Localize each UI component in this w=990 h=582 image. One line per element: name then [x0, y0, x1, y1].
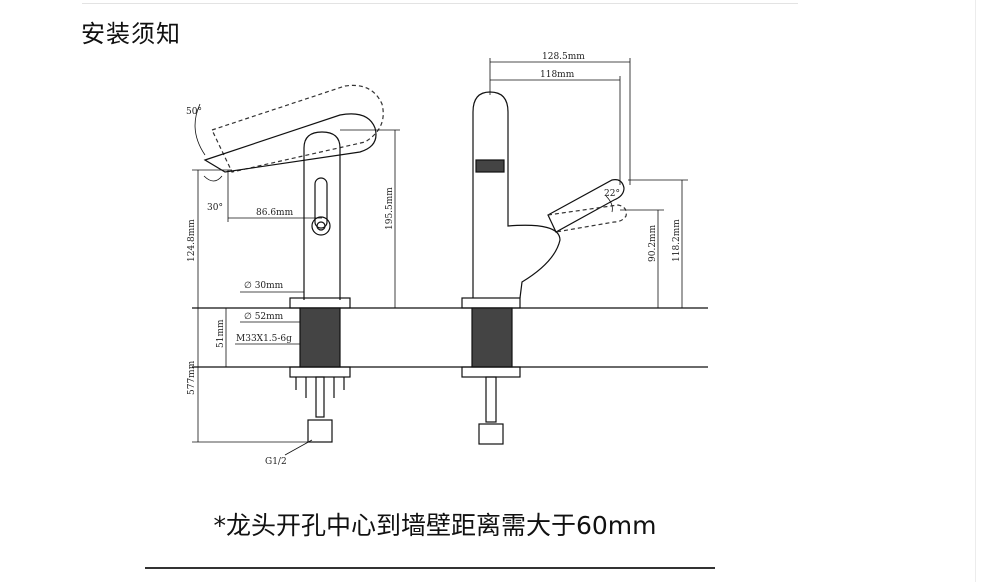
label-inlet: G1/2 [265, 457, 287, 467]
label-depth-handle: 118mm [540, 70, 575, 80]
body-outline [303, 131, 341, 300]
side-body-outline [472, 91, 561, 299]
label-handle-height-high: 118.2mm [672, 219, 682, 262]
side-base-plate [461, 297, 521, 309]
hose-left [315, 376, 325, 418]
handle-outline [314, 177, 328, 229]
aerator [475, 159, 505, 173]
label-spout-height: 124.8mm [187, 219, 197, 262]
label-angle-50: 50° [186, 107, 202, 117]
label-thread: M33X1.5-6g [236, 334, 292, 344]
top-divider [82, 3, 798, 4]
handle-pivot [311, 216, 331, 236]
side-hose [485, 376, 497, 423]
label-body-dia: ∅ 30mm [244, 281, 284, 291]
side-under-nut [461, 366, 521, 378]
label-handle-angle: 22° [604, 189, 620, 199]
side-view [461, 58, 688, 445]
inlet-fitting-left [307, 419, 333, 443]
right-divider [975, 0, 976, 582]
label-hose-length: 577mm [187, 360, 197, 395]
side-threaded-shank [471, 307, 513, 368]
front-view [192, 84, 400, 456]
bottom-divider [145, 567, 715, 569]
under-nut [289, 366, 351, 378]
threaded-shank [299, 307, 341, 368]
base-plate [289, 297, 351, 309]
side-handle [547, 179, 625, 233]
page-title: 安装须知 [81, 20, 181, 48]
faucet-technical-drawing: 50° 30° 86.6mm 195.5mm 124.8mm ∅ 30mm ∅ … [186, 52, 708, 467]
label-handle-height-low: 90.2mm [648, 224, 658, 262]
label-depth-total: 128.5mm [542, 52, 585, 62]
label-deck-thickness: 51mm [216, 319, 226, 348]
spout-outline [203, 113, 377, 173]
installation-note: *龙头开孔中心到墙壁距离需大于60mm [213, 511, 657, 540]
label-total-height: 195.5mm [385, 187, 395, 230]
label-angle-30: 30° [207, 203, 223, 213]
label-spout-reach: 86.6mm [256, 208, 294, 218]
side-handle-rotated [547, 204, 627, 233]
spout-rotated-outline [211, 84, 384, 173]
label-base-dia: ∅ 52mm [244, 312, 284, 322]
handle-pivot-inner [316, 221, 326, 231]
inlet-fitting-right [478, 423, 504, 445]
